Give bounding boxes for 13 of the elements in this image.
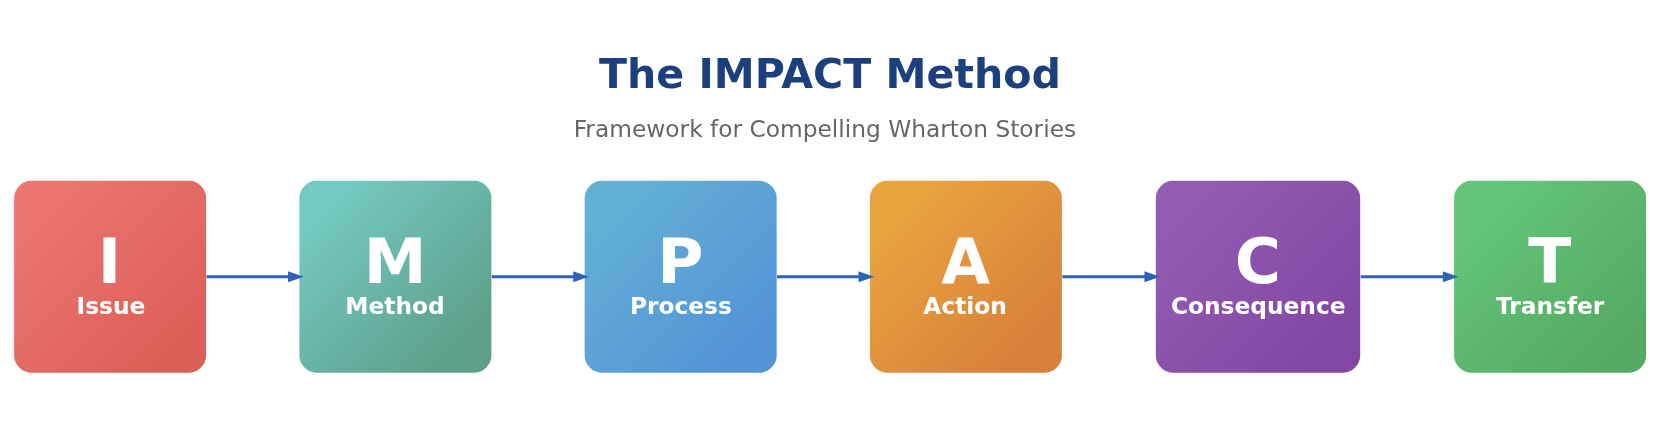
diagram-title: The IMPACT Method — [599, 49, 1061, 98]
arrow — [491, 270, 589, 282]
arrow — [1360, 270, 1459, 282]
node-box: T Transfer — [1454, 180, 1647, 373]
node-box: A Action — [869, 180, 1062, 373]
label: Framework for Compelling Wharton Stories — [573, 114, 1077, 142]
arrow — [206, 270, 304, 282]
arrow — [1062, 270, 1161, 282]
node-box: P Process — [584, 180, 777, 373]
arrow — [777, 270, 875, 282]
node-box: I Issue — [14, 180, 207, 373]
node-box: M Method — [299, 180, 492, 373]
node-box: C Consequence — [1155, 180, 1361, 373]
